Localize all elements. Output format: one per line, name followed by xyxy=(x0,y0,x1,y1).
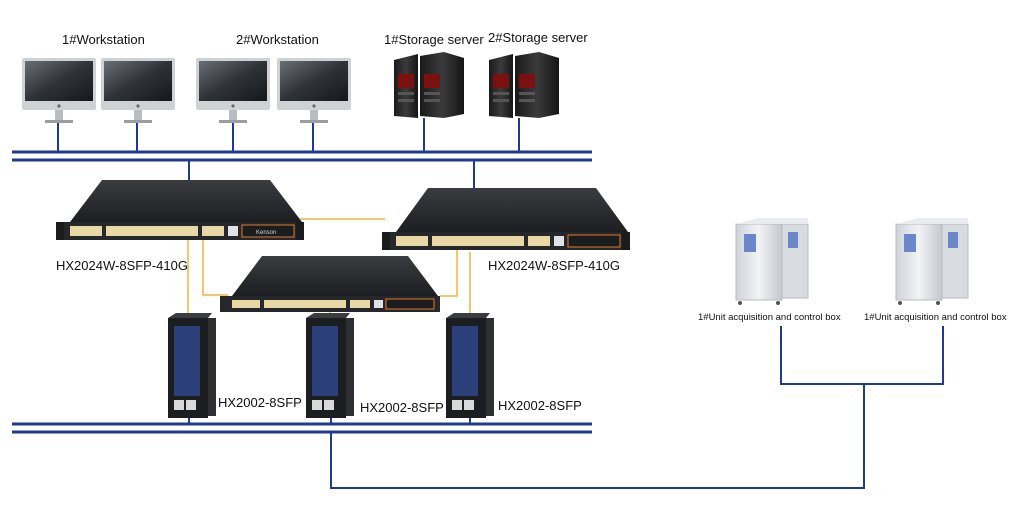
label-din-switch-3: HX2002-8SFP xyxy=(498,398,582,413)
label-din-switch-1: HX2002-8SFP xyxy=(218,395,302,410)
workstation-monitors xyxy=(22,58,351,123)
control-box-1 xyxy=(735,218,809,305)
storage-servers xyxy=(394,52,559,118)
din-switch-3 xyxy=(446,313,494,418)
din-switch-2 xyxy=(306,313,354,418)
server-group-1 xyxy=(394,52,464,118)
monitor-1 xyxy=(22,58,96,123)
top-drop-lines xyxy=(57,118,520,188)
brand-logo: Kenson xyxy=(256,230,276,236)
bottom-bus xyxy=(12,422,592,434)
label-din-switch-2: HX2002-8SFP xyxy=(360,400,444,415)
control-link xyxy=(330,326,944,489)
label-storage-1: 1#Storage server xyxy=(384,32,484,47)
label-core-switch-right: HX2024W-8SFP-410G xyxy=(488,258,620,273)
label-control-box-1: 1#Unit acquisition and control box xyxy=(698,312,841,323)
monitor-2 xyxy=(101,58,175,123)
port-row-right xyxy=(396,236,564,246)
monitor-3 xyxy=(196,58,270,123)
rack-switch-center xyxy=(220,256,440,312)
label-control-box-2: 1#Unit acquisition and control box xyxy=(864,312,1007,323)
din-switch-1 xyxy=(168,313,216,418)
bottom-drop-lines xyxy=(188,418,471,424)
server-group-2 xyxy=(489,52,559,118)
rack-switch-right xyxy=(382,188,630,250)
top-bus xyxy=(12,150,592,162)
label-storage-2: 2#Storage server xyxy=(488,30,588,45)
label-workstation-1: 1#Workstation xyxy=(62,32,145,47)
port-row-center xyxy=(232,300,383,308)
rack-switch-left: Kenson xyxy=(56,180,304,240)
monitor-4 xyxy=(277,58,351,123)
port-row-left xyxy=(70,226,238,236)
label-workstation-2: 2#Workstation xyxy=(236,32,319,47)
control-box-2 xyxy=(895,218,969,305)
label-core-switch-left: HX2024W-8SFP-410G xyxy=(56,258,188,273)
